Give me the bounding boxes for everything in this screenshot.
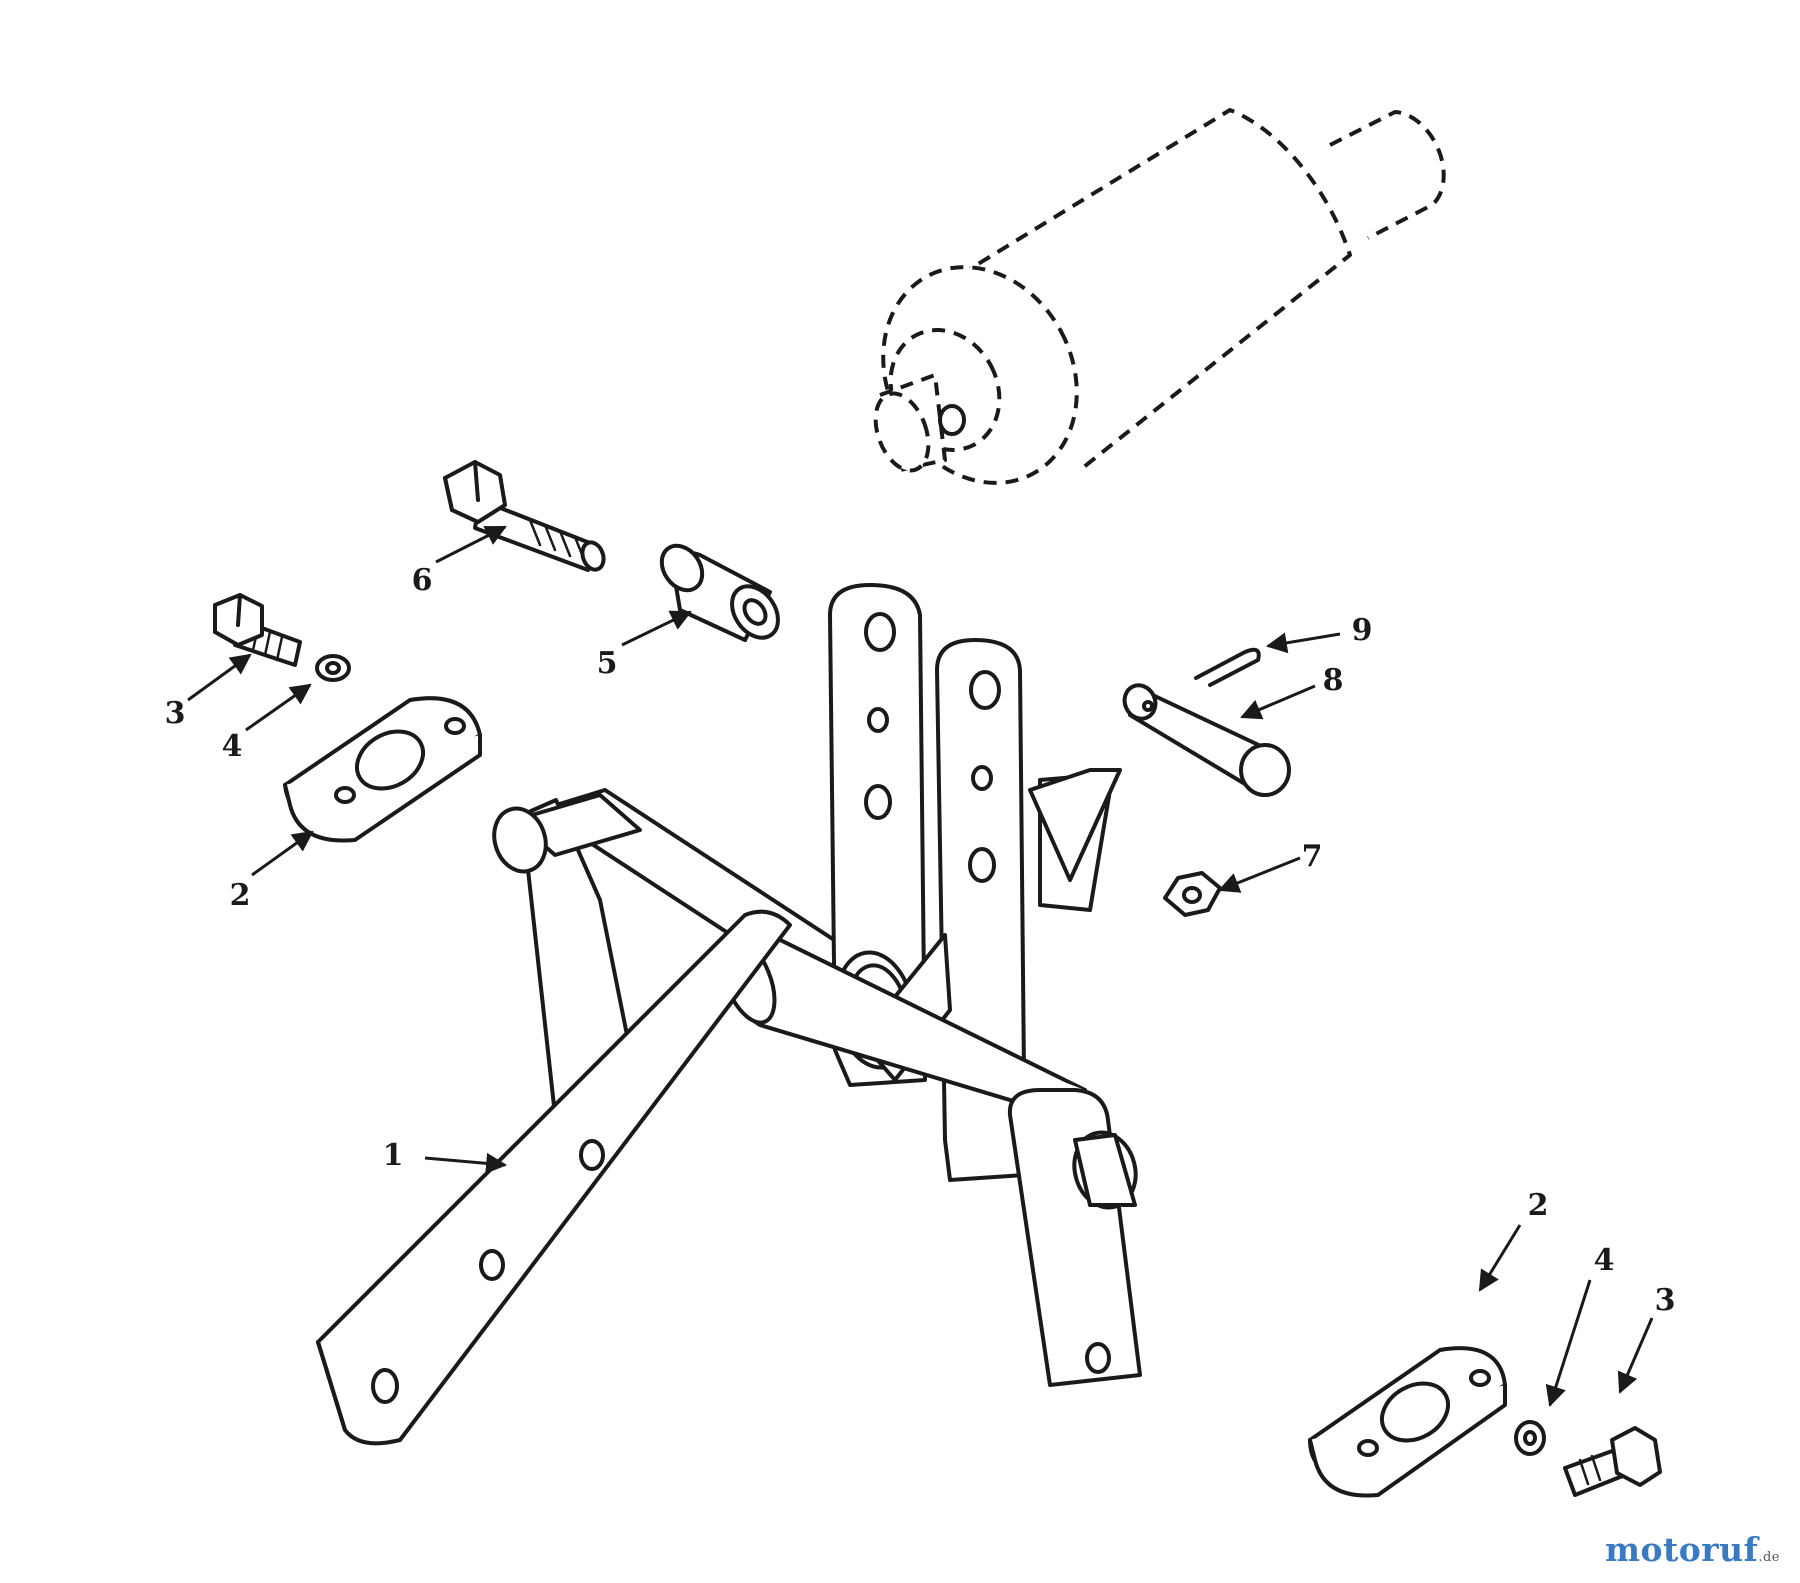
callout-2b: 2 [1528, 1188, 1549, 1223]
callout-8: 8 [1323, 663, 1344, 698]
part-3-bolt-lower [1563, 1426, 1662, 1497]
front-shaft [719, 928, 1142, 1387]
callout-3a: 3 [165, 696, 186, 731]
callout-2a: 2 [230, 878, 251, 913]
part-5-spacer [659, 543, 780, 642]
part-3-bolt-upper [213, 593, 302, 667]
watermark-brand: motoruf [1605, 1530, 1759, 1569]
watermark-logo: motoruf.de [1605, 1530, 1780, 1569]
part-2-flange-upper [283, 696, 482, 843]
part-1-long-arm [316, 909, 792, 1446]
part-4-washer-upper [315, 654, 351, 682]
callout-labels: 1 2 2 3 3 4 4 5 6 7 8 9 [165, 563, 1676, 1318]
part-4-washer-lower [1514, 1420, 1546, 1456]
callout-4a: 4 [222, 729, 243, 764]
roller-reference-dashed [873, 108, 1446, 485]
callout-9: 9 [1352, 613, 1373, 648]
part-9-cotter-pin [1194, 647, 1261, 687]
callout-4b: 4 [1594, 1243, 1615, 1278]
part-8-clevis-pin [1122, 683, 1291, 797]
callout-7: 7 [1302, 839, 1323, 874]
callout-3b: 3 [1655, 1283, 1676, 1318]
callout-1: 1 [383, 1138, 404, 1173]
part-6-long-bolt [443, 460, 606, 572]
part-7-lock-nut [1163, 871, 1222, 917]
callout-arrows [187, 525, 1654, 1408]
callout-5: 5 [597, 646, 618, 681]
callout-6: 6 [412, 563, 433, 598]
part-2-flange-lower [1308, 1346, 1507, 1498]
watermark-tld: .de [1758, 1550, 1780, 1565]
